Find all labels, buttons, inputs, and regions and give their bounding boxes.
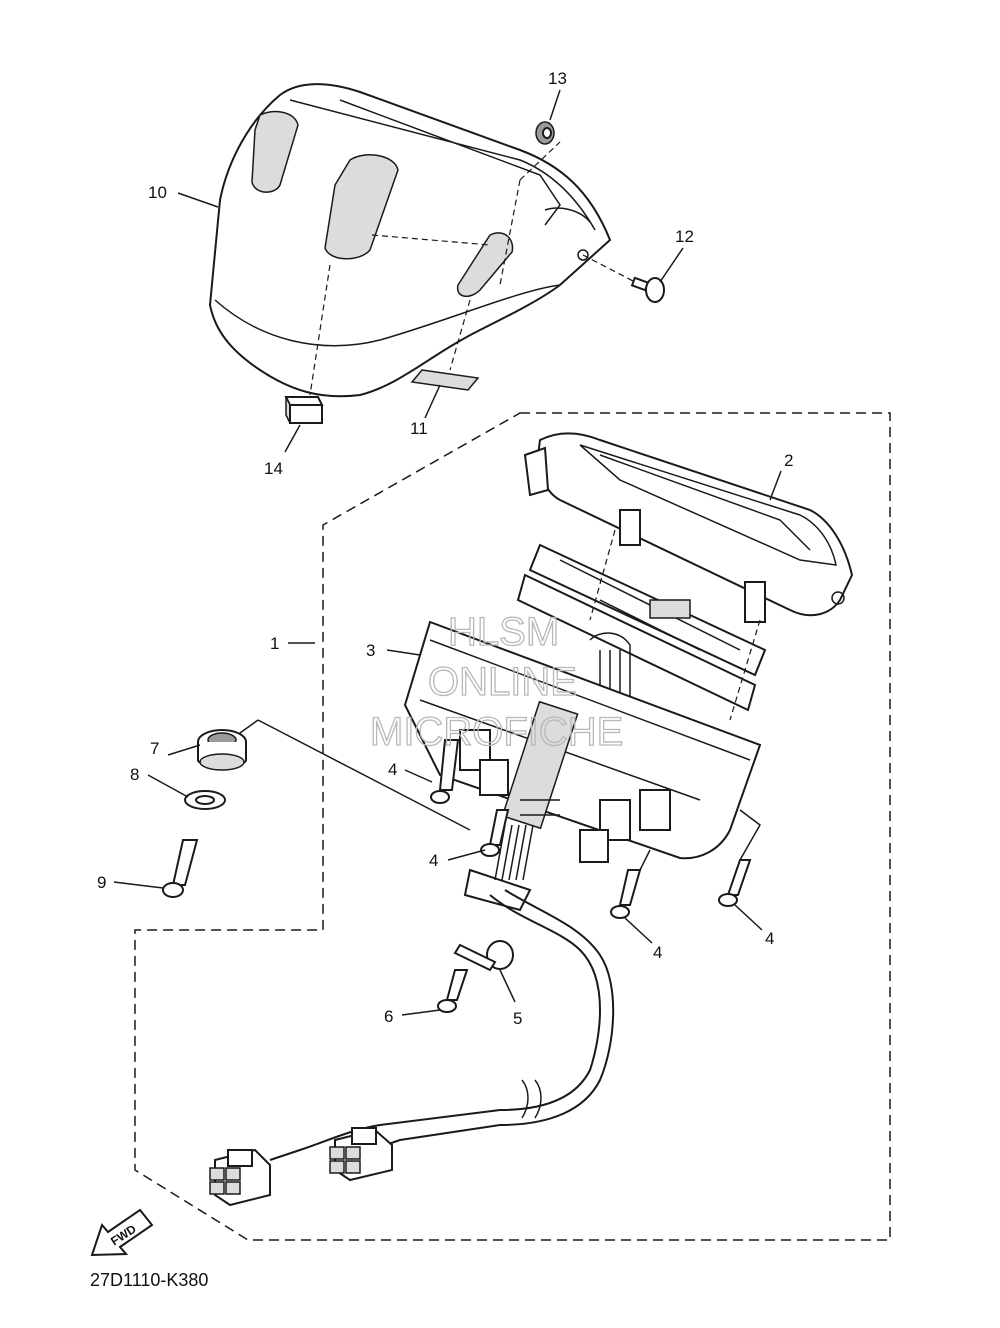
guide-line (239, 719, 259, 734)
callout-2: 2 (784, 451, 793, 470)
guide-line (739, 809, 761, 861)
guide-line (309, 264, 331, 396)
screw-4d (718, 859, 752, 907)
callout-4c: 4 (653, 943, 662, 962)
wire-harness (269, 824, 615, 1161)
assembly-boundary (134, 412, 891, 1241)
callout-6: 6 (384, 1007, 393, 1026)
screw-9 (162, 839, 199, 898)
washer-8 (184, 790, 226, 810)
lower-case (403, 620, 762, 863)
guide-line (582, 254, 636, 283)
guide-line (257, 719, 471, 831)
callout-8: 8 (130, 765, 139, 784)
leader-lines (113, 89, 782, 1016)
screw-4a (430, 739, 460, 804)
guide-line (519, 141, 561, 181)
grommet-13 (535, 121, 555, 145)
meter-internal (516, 529, 767, 721)
screw-12 (630, 276, 665, 303)
watermark-line2: ONLINE (428, 660, 577, 704)
meter-cover (208, 83, 612, 398)
watermark-line1: HLSM (448, 610, 559, 654)
watermark: HLSM ONLINE MICROFICHE (369, 609, 624, 754)
guide-line (449, 299, 471, 371)
callout-4a: 4 (388, 760, 397, 779)
callout-12: 12 (675, 227, 694, 246)
screw-6 (437, 969, 469, 1013)
block-14 (284, 396, 324, 424)
callout-9: 9 (97, 873, 106, 892)
connector-right (329, 1127, 393, 1182)
callout-10: 10 (148, 183, 167, 202)
damper-7 (197, 729, 247, 771)
watermark-line3: MICROFICHE (370, 710, 623, 754)
guide-line (499, 179, 521, 286)
callout-5: 5 (513, 1009, 522, 1028)
clamp-5 (453, 940, 514, 972)
callout-7: 7 (150, 739, 159, 758)
callout-4d: 4 (765, 929, 774, 948)
callout-13: 13 (548, 69, 567, 88)
callout-1: 1 (270, 634, 279, 653)
callout-14: 14 (264, 459, 283, 478)
screw-4c (610, 869, 642, 919)
callout-3: 3 (366, 641, 375, 660)
meter-case (523, 432, 854, 623)
screw-4b (480, 809, 510, 857)
callout-4b: 4 (429, 851, 438, 870)
callout-11: 11 (410, 419, 428, 438)
connector-left (209, 1148, 271, 1207)
pad-11 (410, 369, 480, 391)
fwd-arrow-icon: FWD (90, 1208, 154, 1257)
diagram-code: 27D1110-K380 (90, 1270, 208, 1290)
guide-line (639, 849, 651, 871)
